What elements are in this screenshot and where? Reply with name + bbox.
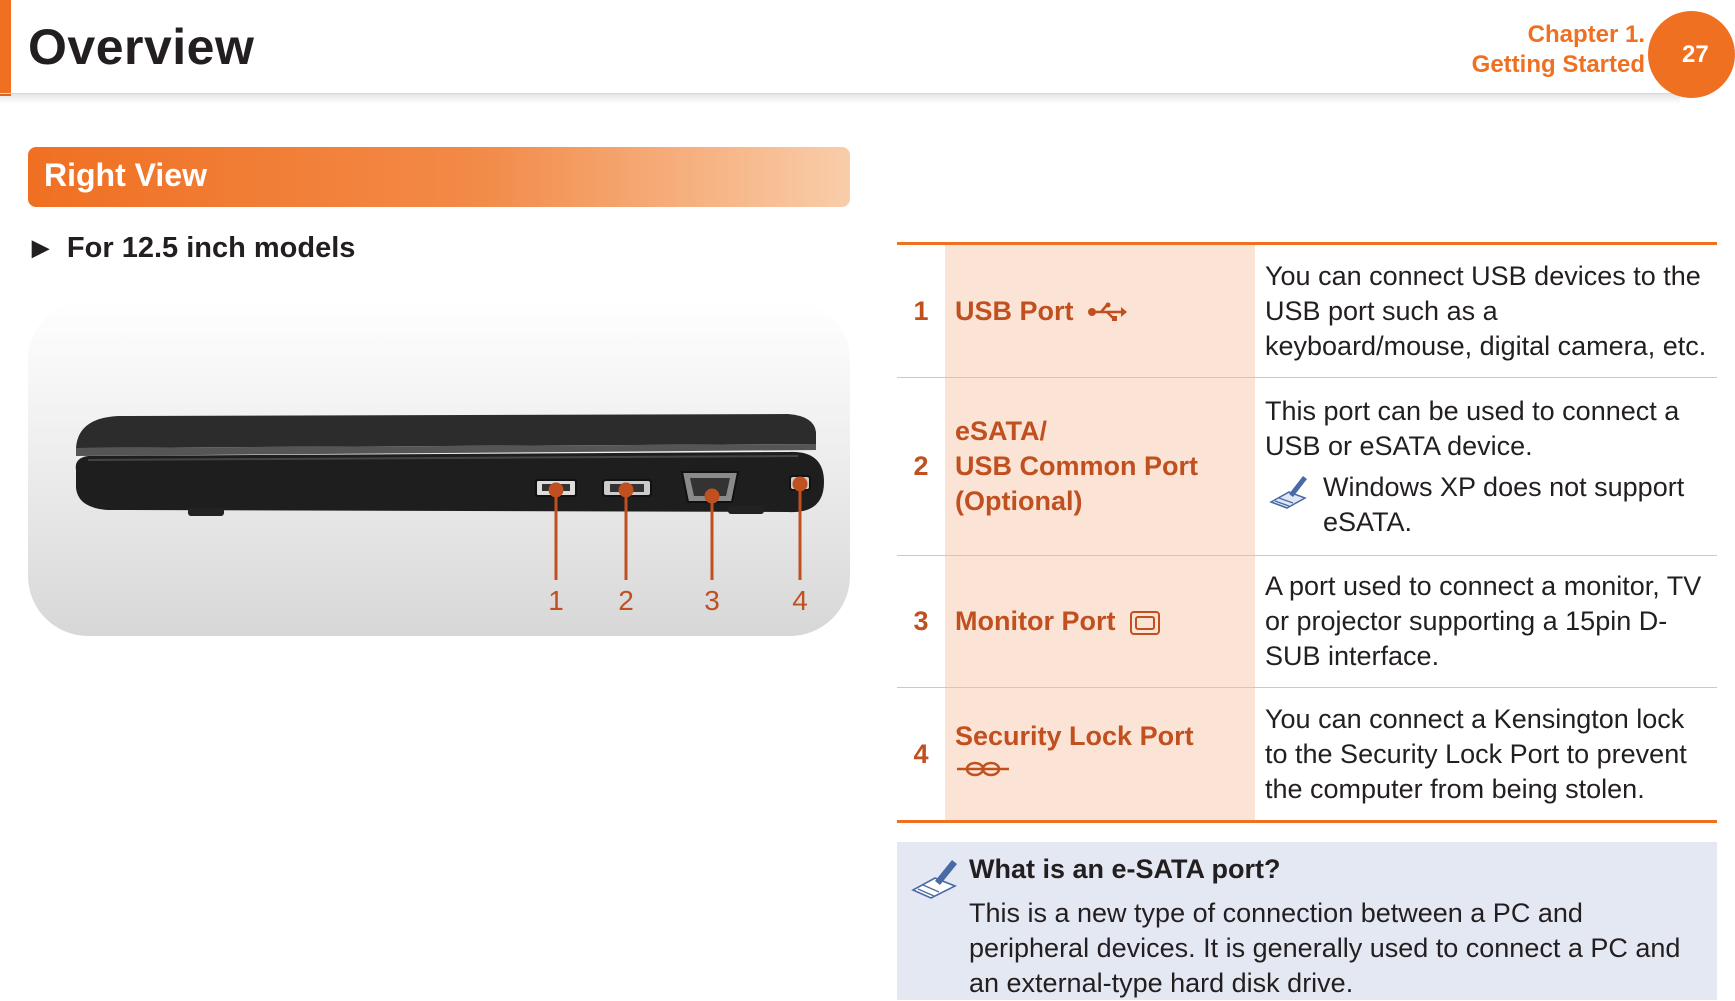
port-table: 1 USB Port You can connect USB devices t… xyxy=(897,242,1717,823)
callout-number-4: 4 xyxy=(792,585,808,616)
port-number: 2 xyxy=(913,451,929,481)
laptop-seam xyxy=(87,455,799,461)
monitor-port-pins xyxy=(690,478,730,496)
section-title-bar: Right View xyxy=(28,147,850,207)
table-row: 1 USB Port You can connect USB devices t… xyxy=(897,243,1717,378)
port-name-cell: USB Port xyxy=(945,243,1255,378)
port-name: Security Lock Port xyxy=(955,721,1194,751)
laptop-foot-left xyxy=(188,508,224,516)
laptop-lid-edge xyxy=(76,444,816,456)
port-name-line: USB Common Port xyxy=(955,451,1198,481)
port-description: You can connect a Kensington lock to the… xyxy=(1265,703,1687,804)
info-box-answer: This is a new type of connection between… xyxy=(969,898,1681,998)
chapter-number: Chapter 1. xyxy=(1527,21,1645,48)
page-title: Overview xyxy=(28,19,255,75)
lock-icon xyxy=(957,761,1009,777)
port-number: 4 xyxy=(913,738,929,769)
chapter-title: Getting Started xyxy=(1471,51,1645,78)
callout-number-3: 3 xyxy=(704,585,720,616)
laptop-right-view-figure: 1 2 3 4 xyxy=(28,300,850,636)
port-name-line: eSATA/ xyxy=(955,416,1048,446)
port-name-line: (Optional) xyxy=(955,486,1083,516)
chapter-label: Chapter 1. Getting Started xyxy=(1472,20,1645,80)
laptop-lid xyxy=(76,414,816,448)
note-pencil-icon xyxy=(1269,475,1307,509)
port-name-cell: Security Lock Port xyxy=(945,687,1255,822)
port-name: Monitor Port xyxy=(955,606,1116,636)
esata-info-box: What is an e-SATA port? This is a new ty… xyxy=(897,842,1717,1000)
info-box-question: What is an e-SATA port? xyxy=(969,854,1281,884)
header-accent-bar xyxy=(0,0,11,96)
laptop-base xyxy=(75,451,824,513)
note-pencil-icon xyxy=(911,860,957,899)
table-row: 3 Monitor Port A port used to connect a … xyxy=(897,555,1717,688)
port-number: 1 xyxy=(913,295,929,326)
callout-number-2: 2 xyxy=(618,585,634,616)
port-description-cell: This port can be used to connect a USB o… xyxy=(1255,378,1717,556)
callout-number-1: 1 xyxy=(548,585,564,616)
port-name-cell: Monitor Port xyxy=(945,555,1255,688)
callout-dot-3 xyxy=(704,488,720,504)
port-description: A port used to connect a monitor, TV or … xyxy=(1265,571,1702,671)
port-description: You can connect USB devices to the USB p… xyxy=(1265,260,1707,361)
callout-dot-4 xyxy=(792,476,808,492)
table-row: 4 Security Lock Port You can connect a K… xyxy=(897,687,1717,822)
callout-dot-1 xyxy=(548,482,564,498)
monitor-icon xyxy=(1130,610,1160,635)
port-description: This port can be used to connect a USB o… xyxy=(1265,395,1680,461)
play-triangle-icon: ▶ xyxy=(32,235,49,260)
inline-note-text: Windows XP does not support eSATA. xyxy=(1323,471,1685,537)
usb-icon xyxy=(1088,302,1128,322)
port-name-cell: eSATA/ USB Common Port (Optional) xyxy=(945,377,1255,556)
callout-dot-2 xyxy=(618,482,634,498)
table-row: 2 eSATA/ USB Common Port (Optional) This… xyxy=(897,377,1717,556)
page-number-badge: 27 xyxy=(1648,11,1735,98)
port-number: 3 xyxy=(913,606,929,636)
laptop-foot-right xyxy=(728,506,764,514)
model-subheading: ▶ For 12.5 inch models xyxy=(32,232,355,265)
header-divider xyxy=(0,93,1680,104)
laptop-illustration: 1 2 3 4 xyxy=(75,414,824,616)
section-title: Right View xyxy=(44,157,207,193)
model-subheading-text: For 12.5 inch models xyxy=(66,232,356,264)
inline-note: Windows XP does not support eSATA. xyxy=(1265,470,1711,540)
port-name: USB Port xyxy=(955,295,1074,326)
